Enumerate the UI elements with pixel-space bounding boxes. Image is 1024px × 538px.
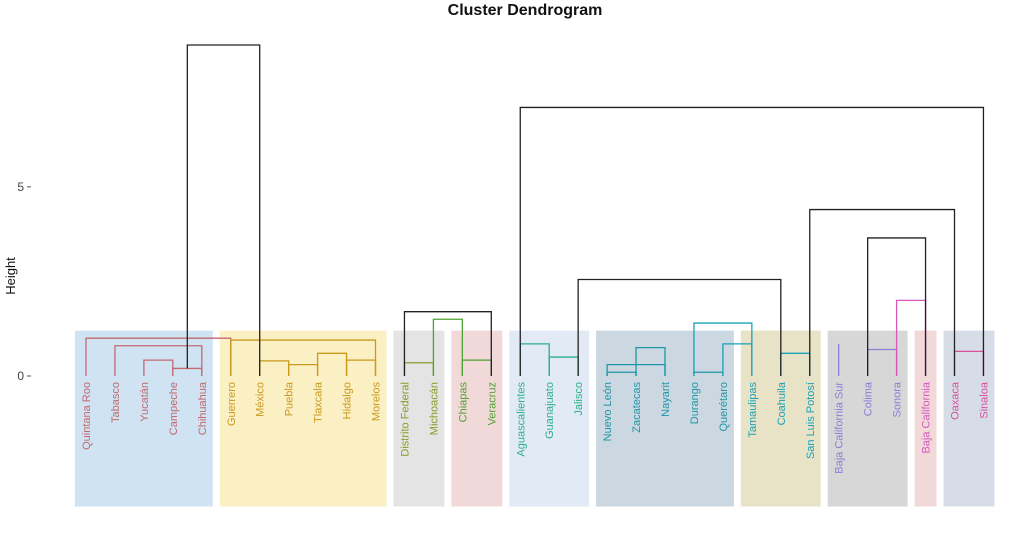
cluster-rect-3 [393, 330, 445, 507]
leaf-label: Aguascalientes [515, 382, 527, 457]
leaf-label: Morelos [371, 382, 383, 422]
leaf-label: México [255, 382, 267, 417]
dendrogram-branch [186, 44, 261, 376]
leaf-label: Sinaloa [978, 381, 990, 419]
dendrogram-branch [809, 208, 956, 376]
leaf-label: Quintana Roo [81, 382, 93, 450]
leaf-label: Zacatecas [631, 382, 643, 433]
leaf-label: Sonora [892, 381, 904, 417]
leaf-label: Tabasco [110, 382, 122, 423]
leaf-label: Tamaulipas [747, 382, 759, 438]
leaf-label: Campeche [168, 382, 180, 435]
leaf-label: Guerrero [226, 382, 238, 426]
dendrogram-branch [519, 106, 985, 376]
chart-title: Cluster Dendrogram [447, 2, 603, 19]
leaf-label: Baja California Sur [834, 382, 846, 474]
leaf-label: Yucatán [139, 382, 151, 422]
leaf-label: Guanajuato [544, 382, 556, 439]
dendrogram-branch [693, 322, 753, 376]
leaf-label: Baja California [921, 381, 933, 453]
dendrogram-branch [432, 318, 463, 376]
leaf-label: Distrito Federal [399, 382, 411, 457]
dendrogram-branch [114, 345, 203, 376]
leaf-label: Puebla [284, 381, 296, 416]
dendrogram-branch [143, 359, 174, 376]
leaf-label: Oaxaca [950, 381, 962, 420]
y-tick-label: 0 [17, 369, 24, 383]
dendrogram-branch [403, 311, 492, 376]
leaf-label: Coahuila [776, 381, 788, 425]
leaf-label: Chiapas [457, 382, 469, 423]
leaf-label: Durango [689, 382, 701, 424]
leaf-label: Michoacán [428, 382, 440, 435]
dendrogram-branch [867, 237, 927, 376]
dendrogram-branch [230, 339, 377, 376]
leaf-label: Colima [863, 381, 875, 416]
leaf-label: Hidalgo [342, 382, 354, 419]
y-tick-label: 5 [17, 180, 24, 194]
cluster-rect-2 [219, 330, 387, 507]
cluster-rect-10 [943, 330, 995, 507]
dendrogram-branch [635, 346, 666, 376]
y-axis-label: Height [3, 257, 18, 295]
leaf-label: Chihuahua [197, 381, 209, 435]
leaf-label: San Luis Potosí [805, 382, 817, 459]
dendrogram-branch [577, 278, 782, 376]
leaf-label: Tlaxcala [313, 381, 325, 423]
leaf-label: Nayarit [660, 382, 672, 417]
leaf-label: Jalisco [573, 382, 585, 416]
cluster-rect-9 [914, 330, 937, 507]
leaf-label: Veracruz [486, 382, 498, 425]
dendrogram-branch [316, 352, 348, 376]
leaf-label: Nuevo León [602, 382, 614, 441]
leaf-label: Querétaro [718, 382, 730, 432]
